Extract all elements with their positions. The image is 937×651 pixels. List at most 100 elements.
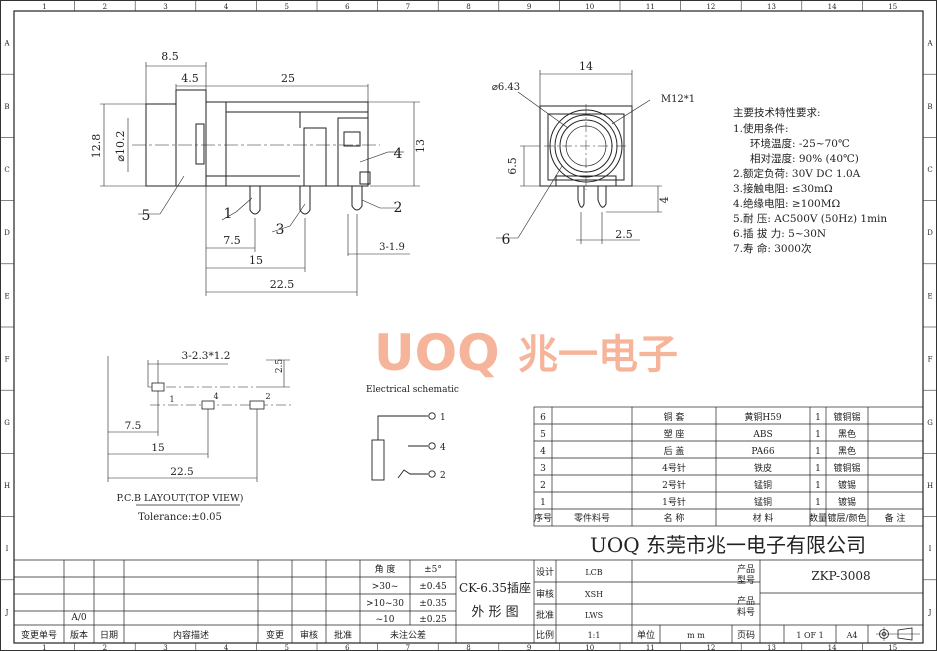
tol-value: ±0.25 [419, 615, 447, 625]
front-view-labels: 14 ⌀6.43 M12*1 6.5 4 2.5 6 [492, 60, 695, 248]
pcb-pin-2: 2 [265, 392, 270, 401]
dim-14: 14 [579, 60, 593, 73]
grid-col-label: 10 [585, 644, 594, 651]
grid-col-label: 14 [828, 644, 837, 651]
bom-cell: 镀铜锡 [833, 411, 860, 423]
grid-row-label: G [4, 419, 10, 427]
tol-range: >30~ [372, 582, 399, 592]
schematic-pin-4: 4 [440, 443, 446, 453]
title-block [14, 559, 923, 643]
watermark-cjk: 兆一电子 [518, 332, 678, 378]
bom-cell: 塑 座 [664, 428, 685, 440]
grid-col-label: 1 [42, 644, 46, 651]
grid-col-label: 4 [224, 644, 229, 651]
watermark-latin: UOQ [374, 324, 500, 382]
bom-cell: 1 [815, 481, 821, 491]
signoff-label: 批准 [536, 609, 554, 621]
dim-4: 4 [658, 197, 671, 204]
tol-footer: 未注公差 [390, 629, 426, 641]
bom-cell: 1 [815, 413, 821, 423]
dim-8-5: 8.5 [161, 50, 179, 63]
front-view [496, 70, 662, 244]
dim-22-5: 22.5 [270, 278, 295, 291]
schematic-title: Electrical schematic [366, 385, 459, 395]
callout-1: 1 [224, 206, 233, 222]
grid-col-label: 15 [888, 3, 897, 11]
rev-label: 内容描述 [173, 629, 209, 641]
spec-line: 1.使用条件: [733, 122, 789, 135]
product-type: ZKP-3008 [811, 569, 870, 583]
grid-col-label: 6 [345, 644, 350, 651]
schematic-pin-2: 2 [440, 471, 446, 481]
grid-col-label: 7 [406, 644, 410, 651]
bom-cell: 6 [540, 413, 546, 423]
grid-col-label: 15 [888, 644, 897, 651]
rev-label: 批准 [334, 629, 352, 641]
callout-5: 5 [142, 208, 151, 224]
tol-angle-value: ±5° [424, 565, 442, 575]
electrical-schematic [371, 412, 436, 481]
rev-label: 变更 [266, 629, 284, 641]
grid-col-label: 11 [646, 644, 655, 651]
watermark: UOQ 兆一电子 [374, 324, 678, 382]
rev-label: 变更单号 [21, 629, 57, 641]
grid-row-label: D [4, 229, 10, 237]
sheet-size: A4 [846, 631, 858, 640]
grid-col-label: 3 [163, 644, 167, 651]
page-value: 1 OF 1 [796, 631, 823, 640]
grid-col-label: 8 [466, 3, 470, 11]
grid-row-label: B [927, 103, 932, 111]
bom-cell: 1 [815, 447, 821, 457]
unit-value: m m [687, 631, 705, 640]
bom-cell: 1 [815, 430, 821, 440]
bom-cell: 后 盖 [664, 445, 685, 457]
pcb-pin-4: 4 [213, 392, 218, 401]
grid-row-label: E [927, 292, 932, 300]
grid-col-label: 7 [406, 3, 410, 11]
bom-cell: 2 [540, 481, 546, 491]
bom-cell: 镀铜锡 [833, 462, 860, 474]
side-view-labels: 8.5 4.5 25 12.8 ⌀10.2 13 7.5 15 22.5 3-1… [90, 50, 427, 291]
spec-line: 相对湿度: 90% (40℃) [750, 152, 859, 165]
grid-row-label: F [928, 356, 933, 364]
bom-cell: 3 [540, 464, 546, 474]
rev-label: 版本 [70, 629, 88, 641]
unit-label: 单位 [637, 629, 655, 641]
pcb-dim-7-5: 7.5 [125, 420, 142, 432]
bom-cell: 2号针 [662, 479, 686, 491]
callout-6: 6 [502, 232, 511, 248]
grid-row-label: F [5, 356, 10, 364]
bom-header: 名 称 [664, 512, 685, 524]
tol-value: ±0.45 [419, 582, 447, 592]
tech-specs: 主要技术特性要求: 1.使用条件: 环境温度: -25~70℃ 相对湿度: 90… [733, 106, 887, 255]
scale-label: 比例 [536, 629, 554, 641]
spec-line: 5.耐 压: AC500V (50Hz) 1min [733, 212, 887, 225]
rev-label: 审核 [300, 629, 318, 641]
product-type-label: 产品型号 [737, 563, 755, 586]
grid-row-label: A [926, 40, 933, 48]
spec-line: 环境温度: -25~70℃ [750, 137, 850, 150]
spec-line: 4.绝缘电阻: ≥100MΩ [733, 197, 840, 210]
tol-range: ~10 [376, 615, 395, 625]
bom-cell: 锰铜 [754, 479, 772, 491]
pcb-title: P.C.B LAYOUT(TOP VIEW) [117, 493, 244, 504]
grid-col-label: 5 [284, 644, 288, 651]
grid-col-label: 12 [706, 3, 715, 11]
grid-row-label: E [4, 292, 9, 300]
bom-header: 数量 [809, 512, 827, 524]
revision-version: A/0 [70, 613, 87, 623]
spec-line: 7.寿 命: 3000次 [733, 242, 812, 255]
bom-cell: 黑色 [838, 445, 856, 457]
grid-row-label: C [927, 166, 932, 174]
tol-value: ±0.35 [419, 599, 447, 609]
spec-line: 3.接触电阻: ≤30mΩ [733, 182, 833, 195]
grid-col-label: 11 [646, 3, 655, 11]
callout-2: 2 [394, 200, 403, 216]
product-no-label: 产品料号 [737, 595, 755, 618]
dim-6-43: ⌀6.43 [492, 82, 520, 93]
grid-row-label: H [4, 482, 10, 490]
pcb-pin-1: 1 [169, 395, 174, 404]
dim-4-5: 4.5 [181, 72, 199, 85]
pcb-labels: 3-2.3*1.2 2.5 7.5 15 22.5 1 4 2 P.C.B LA… [117, 350, 285, 523]
